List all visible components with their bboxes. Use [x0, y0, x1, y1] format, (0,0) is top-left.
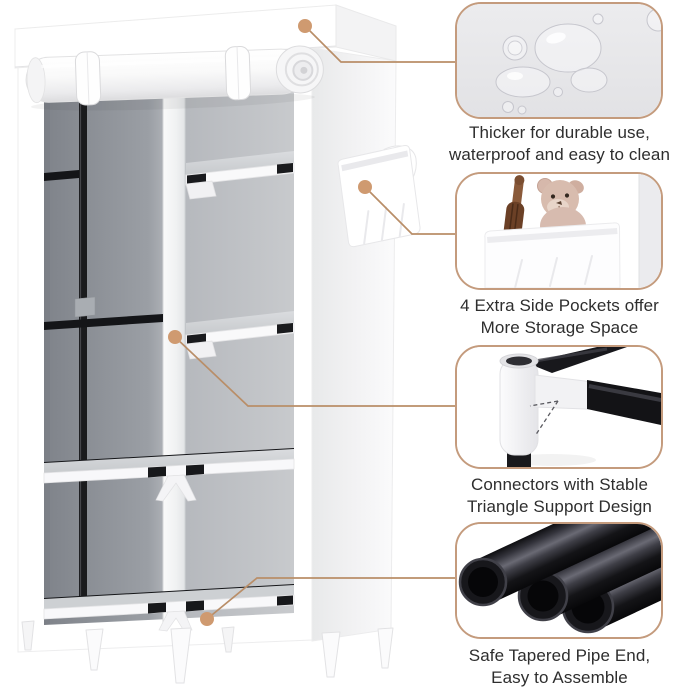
caption-line: Safe Tapered Pipe End, [468, 646, 651, 665]
pole-clamp [74, 296, 96, 318]
wardrobe-edge [639, 174, 661, 288]
center-divider [163, 89, 185, 623]
feature-card-side-pockets [455, 172, 663, 290]
shelf-top [185, 151, 295, 200]
caption-line: Connectors with Stable [470, 475, 648, 494]
side-pocket [337, 144, 421, 248]
feature-caption-pipe-ends: Safe Tapered Pipe End, Easy to Assemble [440, 645, 679, 687]
left-mid-bar [44, 314, 163, 330]
feature-card-pipe-ends [455, 522, 663, 639]
caption-line: waterproof and easy to clean [448, 144, 671, 164]
pocket-panel [484, 222, 621, 288]
connector-icon [499, 353, 592, 456]
tapered-pipes-illustration [457, 524, 661, 637]
dashed-triangle-icon [529, 400, 559, 437]
feature-caption-connectors: Connectors with Stable Triangle Support … [440, 474, 679, 517]
caption-line: Thicker for durable use, [469, 123, 650, 142]
connector-illustration [457, 347, 661, 467]
feature-caption-waterproof: Thicker for durable use, waterproof and … [440, 122, 679, 165]
feature-card-waterproof [455, 2, 663, 119]
caption-line: Triangle Support Design [467, 496, 652, 516]
shelf-lower [43, 448, 295, 502]
caption-line: More Storage Space [480, 317, 639, 337]
wardrobe-product-image [14, 4, 421, 684]
black-pipe-horizontal [587, 380, 661, 425]
wardrobe-side-panel [311, 47, 397, 642]
wardrobe-interior [44, 83, 294, 625]
caption-line: Easy to Assemble [491, 667, 628, 687]
water-droplets-illustration [457, 4, 661, 117]
water-droplet-icon [495, 8, 661, 115]
rolled-cover [25, 45, 324, 111]
left-top-bar [44, 170, 79, 181]
wardrobe-legs [21, 620, 394, 684]
feature-caption-side-pockets: 4 Extra Side Pockets offer More Storage … [440, 295, 679, 338]
black-pipe-icon [458, 524, 661, 607]
caption-line: 4 Extra Side Pockets offer [460, 296, 659, 315]
black-pipe-diagonal [527, 347, 627, 373]
side-pocket-illustration [457, 174, 661, 288]
feature-card-connectors [455, 345, 663, 469]
